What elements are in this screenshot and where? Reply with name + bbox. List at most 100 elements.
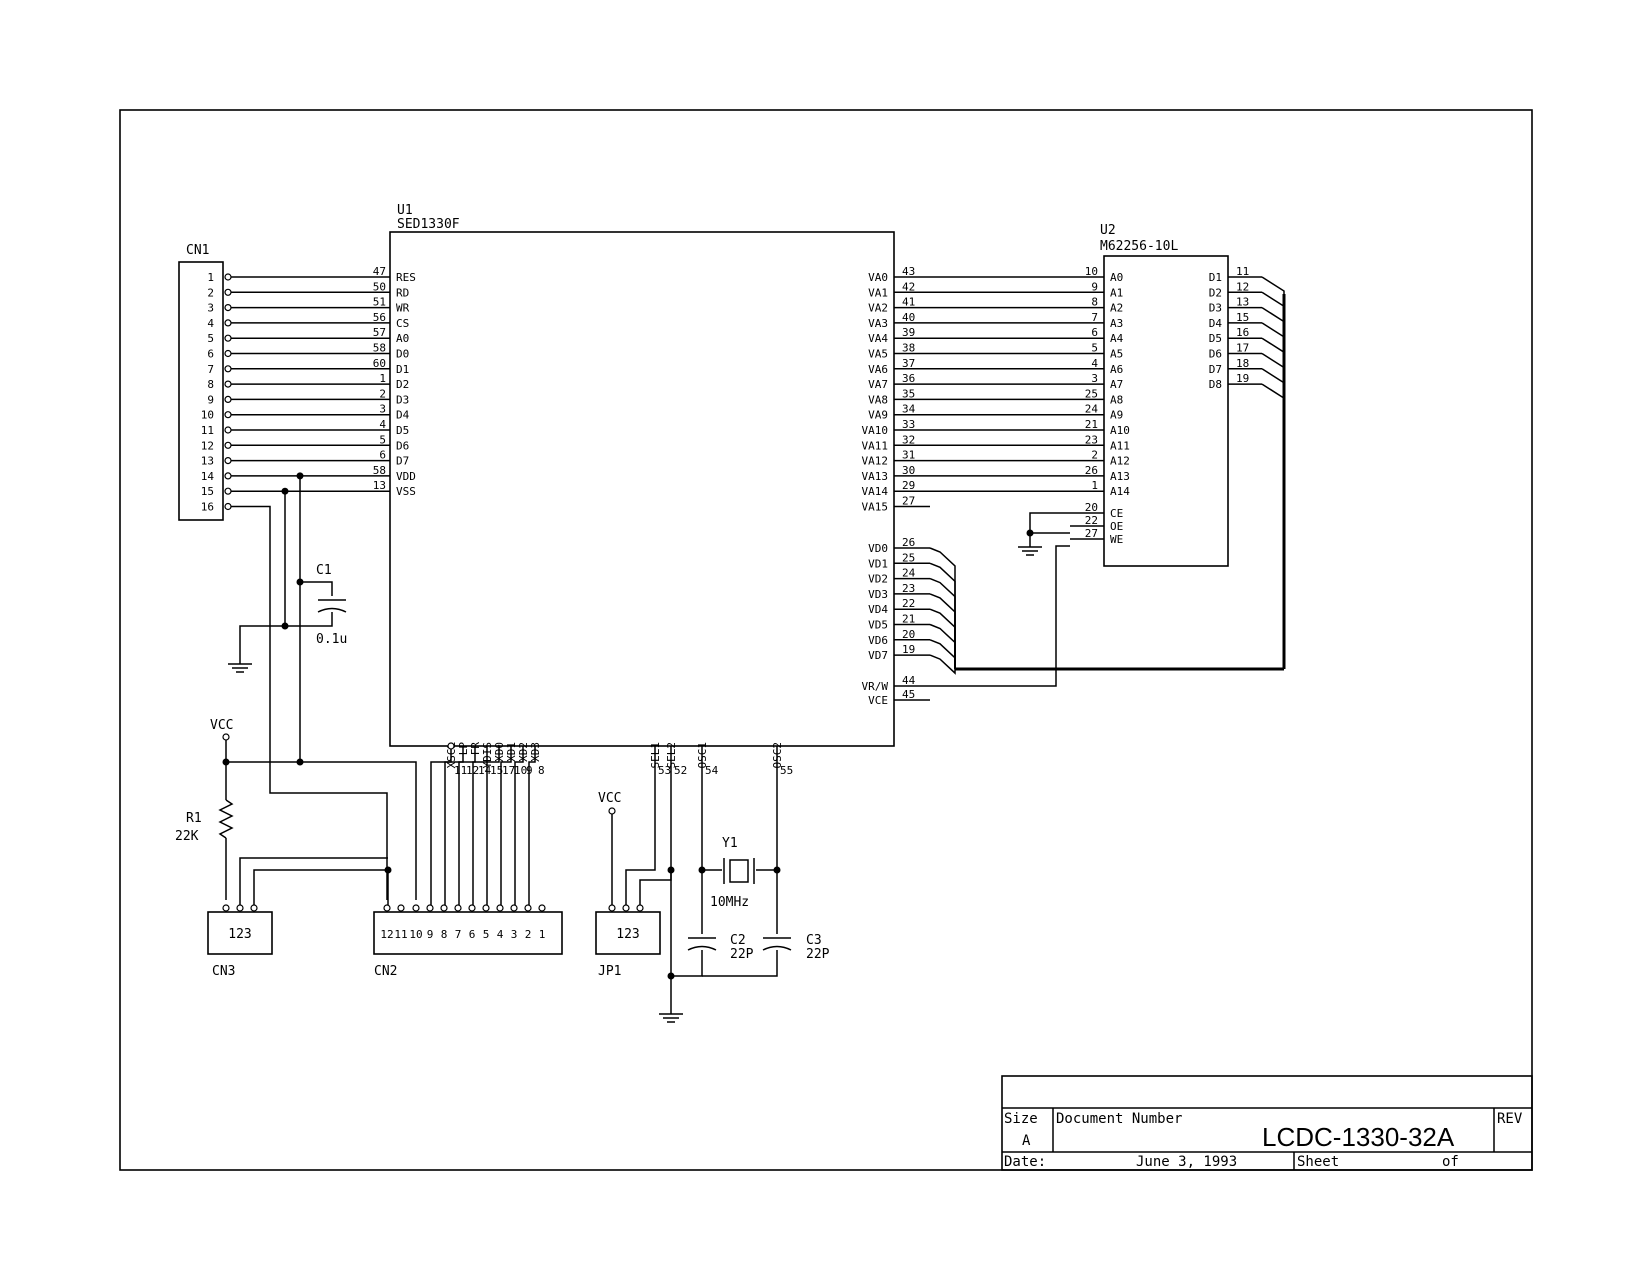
junction-dot	[281, 622, 289, 630]
pin-circle	[397, 904, 405, 912]
tb-sheet-label: Sheet	[1297, 1154, 1339, 1170]
cn2-pin-number: 10	[409, 928, 422, 941]
cn3-body	[207, 911, 273, 955]
u2-pin-number: 21	[1085, 418, 1098, 431]
c1-lead	[300, 581, 333, 596]
u1-pin-number: 11	[454, 764, 467, 777]
u1-pin-name: XD1	[505, 742, 518, 762]
cn1-pin-number: 4	[207, 317, 214, 330]
u1-pin-name: VA8	[868, 393, 888, 406]
u1-pin-number: 60	[373, 357, 386, 370]
u2-pin-name: A2	[1110, 302, 1123, 315]
u1-pin-name: SEL2	[665, 742, 678, 769]
u1-pin-number: 15	[490, 764, 503, 777]
junction-dot	[296, 578, 304, 586]
u1-pin-number: 23	[902, 582, 915, 595]
pin-circle	[224, 273, 232, 281]
u1-pin-number: 19	[902, 643, 915, 656]
u2-pin-number: 26	[1085, 464, 1098, 477]
cn3-wire	[239, 857, 388, 905]
u2-pin-name: D7	[1209, 363, 1222, 376]
u1-pin-number: 29	[902, 479, 915, 492]
u1-pin-name: VA0	[868, 271, 888, 284]
pin-circle	[636, 904, 644, 912]
jp1-wire	[625, 746, 656, 905]
cap-plate	[317, 607, 347, 613]
u1-pin-number: 40	[902, 311, 915, 324]
u1-pin-number: 58	[373, 464, 386, 477]
u1-pin-number: 12	[466, 764, 479, 777]
u1-pin-number: 27	[902, 495, 915, 508]
cn3-ref: CN3	[212, 964, 235, 979]
u1-pin-name: VA2	[868, 302, 888, 315]
u2-pin-name: D8	[1209, 378, 1222, 391]
cap-plate	[762, 945, 792, 951]
pin-circle	[224, 349, 232, 358]
pin-circle	[236, 904, 244, 912]
cn1-pin-number: 12	[201, 439, 214, 452]
drawing-frame	[119, 109, 1533, 1171]
pin-circle	[222, 733, 230, 741]
u2-pin-number: 12	[1236, 280, 1249, 293]
pin-circle	[426, 904, 434, 912]
u2-pin-name: D3	[1209, 302, 1222, 315]
u2-pin-name: A14	[1110, 485, 1130, 498]
vcc-label: VCC	[210, 718, 233, 733]
u1-pin-number: 5	[379, 433, 386, 446]
cn1-pin-number: 8	[207, 378, 214, 391]
jp1-ref: JP1	[598, 964, 621, 979]
u1-pin-number: 51	[373, 296, 386, 309]
u1-cn2-wire	[486, 746, 500, 905]
u2-pin-name: A11	[1110, 439, 1130, 452]
u1-pin-name: CS	[396, 317, 409, 330]
u1-pin-name: VA3	[868, 317, 888, 330]
u2-pin-number: 25	[1085, 387, 1098, 400]
u1-pin-name: VA1	[868, 286, 888, 299]
pin-circle	[224, 304, 232, 312]
vd-bus-entry	[929, 623, 956, 669]
pin-circle	[224, 365, 232, 373]
cn1-pin-number: 9	[207, 393, 214, 406]
u2-pin-number: 13	[1236, 296, 1249, 309]
u1-pin-name: D6	[396, 439, 409, 452]
tb-size-label: Size	[1004, 1111, 1038, 1127]
junction-dot	[384, 866, 392, 874]
cn2-pin-number: 7	[455, 928, 462, 941]
u2-pin-number: 22	[1085, 514, 1098, 527]
cn1-pin-number: 13	[201, 455, 214, 468]
u1-pin-number: 17	[502, 764, 515, 777]
u2-pin-name: D4	[1209, 317, 1223, 330]
cn1-pin-number: 14	[201, 470, 215, 483]
u2-body	[1103, 255, 1229, 567]
u1-pin-number: 20	[902, 628, 915, 641]
tb-docnum-value: LCDC-1330-32A	[1262, 1122, 1455, 1152]
pin-circle	[412, 904, 420, 912]
u2-pin-number: 23	[1085, 433, 1098, 446]
pin-circle	[224, 426, 232, 434]
u1-pin-number: 25	[902, 551, 915, 564]
u1-pin-name: VD7	[868, 649, 888, 662]
cn2-pin-number: 3	[511, 928, 518, 941]
junction-dot	[667, 972, 675, 980]
pin-circle	[224, 411, 232, 419]
u1-pin-number: 2	[379, 387, 386, 400]
u2-data-bus-entry	[1261, 291, 1285, 669]
u1-pin-name: D1	[396, 363, 409, 376]
u1-cn2-wire	[528, 746, 536, 905]
u2-pin-name: A8	[1110, 393, 1123, 406]
c3-ref: C3	[806, 933, 822, 948]
u2-pin-number: 5	[1091, 342, 1098, 355]
u1-pin-name: VD2	[868, 573, 888, 586]
u2-data-bus-entry	[1261, 276, 1285, 669]
u1-pin-name: RD	[396, 286, 409, 299]
junction-dot	[667, 866, 675, 874]
u2-pin-number: 8	[1091, 296, 1098, 309]
tb-of-label: of	[1442, 1154, 1459, 1170]
u2-pin-name: A10	[1110, 424, 1130, 437]
u1-pin-number: 8	[538, 764, 545, 777]
pin-circle	[482, 904, 490, 912]
u1-pin-name: VDD	[396, 470, 416, 483]
y1-value: 10MHz	[710, 895, 749, 910]
u1-pin-number: 43	[902, 265, 915, 278]
